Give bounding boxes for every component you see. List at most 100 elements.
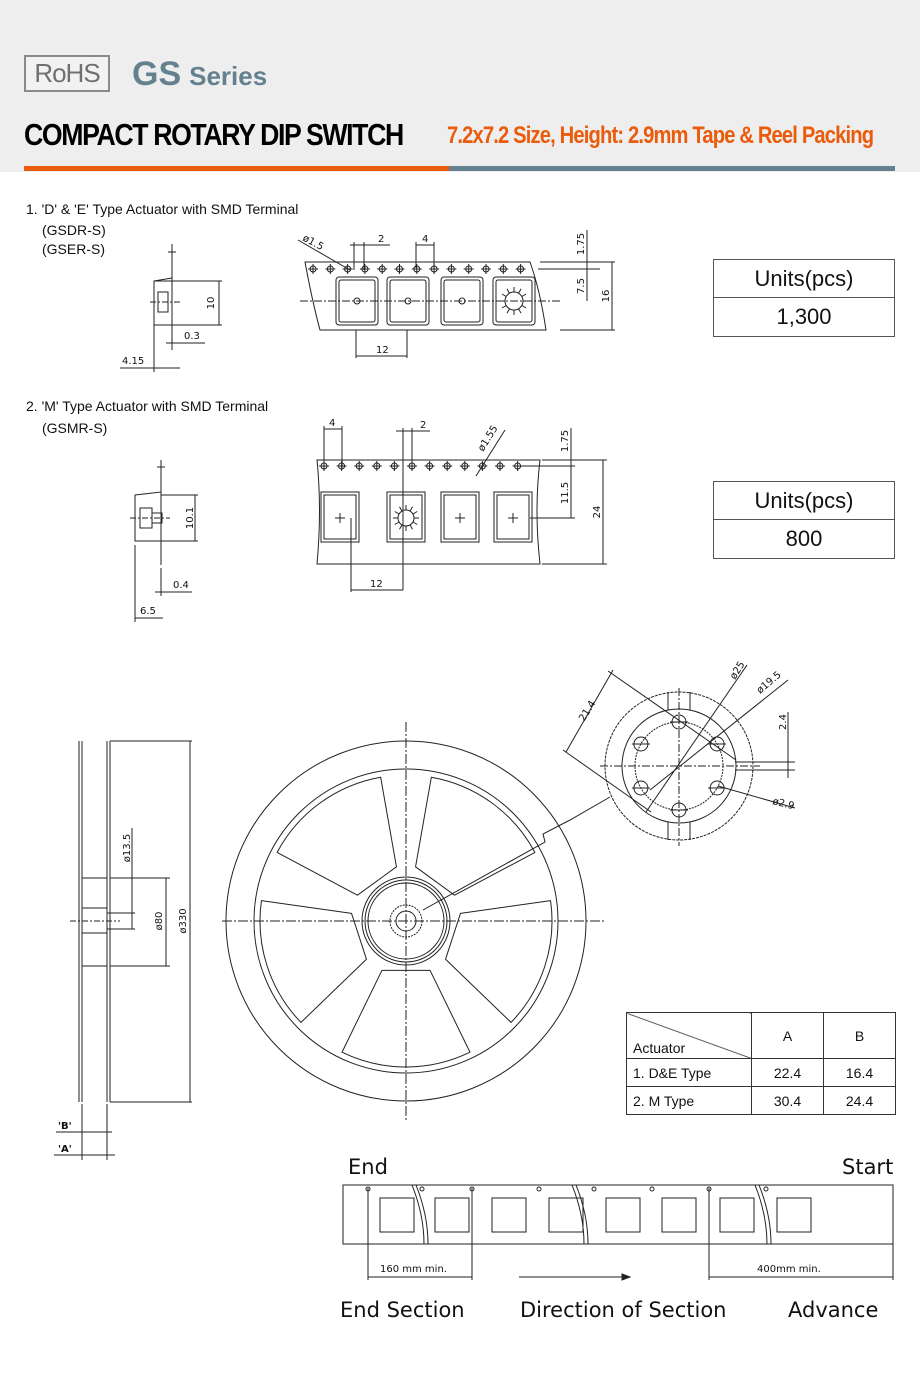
section1-model-1: (GSDR-S) (42, 222, 106, 238)
table-row: 1. D&E Type 22.4 16.4 (626, 1058, 896, 1087)
reel-dimension-table: Actuator A B 1. D&E Type 22.4 16.4 2. M … (626, 1012, 896, 1115)
rotor-tick (409, 524, 413, 530)
reel-window (445, 900, 553, 1023)
tape-pocket (440, 491, 480, 543)
label-b: 'B' (58, 1121, 72, 1132)
dim-d25: ø25 (728, 660, 747, 682)
end-min-label: 160 mm min. (380, 1264, 447, 1275)
dim-hole: ø1.5 (301, 233, 326, 253)
leader-pocket (605, 1197, 641, 1233)
row-label: 1. D&E Type (626, 1058, 752, 1087)
dim-tape-width: 16 (601, 290, 612, 303)
label-a: 'A' (58, 1144, 72, 1155)
units-header: Units(pcs) (714, 482, 894, 520)
section2-title: 2. 'M' Type Actuator with SMD Terminal (26, 398, 269, 414)
tape-pocket-inner (496, 494, 530, 540)
dim-pocket-pitch: 12 (370, 579, 383, 590)
dim-offset: 2 (420, 420, 426, 431)
dim-thickness: 0.4 (173, 580, 189, 591)
tape-break (415, 1184, 429, 1245)
leader-pocket (719, 1197, 755, 1233)
dim-tape-width: 24 (592, 506, 603, 519)
pocket-hole (353, 297, 361, 305)
dim-hole: ø2.9 (771, 796, 795, 812)
dim-slot: 2.4 (778, 714, 789, 730)
tape-pocket-inner (443, 279, 481, 323)
switch-rotor (397, 509, 415, 527)
rotor-tick (394, 521, 400, 525)
dim-thickness: 0.3 (184, 331, 200, 342)
rotor-tick (518, 308, 522, 314)
tape-pocket-inner (443, 494, 477, 540)
leader-pocket (434, 1197, 470, 1233)
dim-diameter: ø330 (178, 908, 189, 933)
tape-pocket (493, 491, 533, 543)
section1-model-2: (GSER-S) (42, 241, 105, 257)
rotor-tick (394, 511, 400, 515)
pocket-hole (404, 297, 412, 305)
tape-pocket-inner (323, 494, 357, 540)
rotor-tick (399, 506, 403, 512)
tape-break (571, 1184, 585, 1245)
row-a: 22.4 (751, 1058, 824, 1087)
table-row: 2. M Type 30.4 24.4 (626, 1086, 896, 1115)
rotor-tick (412, 521, 418, 525)
hub-detail: 21.4 ø25 ø19.5 2.4 ø2.9 (562, 660, 795, 846)
page-title: COMPACT ROTARY DIP SWITCH (24, 117, 404, 152)
section2-model-1: (GSMR-S) (42, 420, 108, 436)
tape-pocket-inner (495, 279, 533, 323)
end-section-label: End Section (340, 1298, 465, 1322)
accent-bar-grey (449, 166, 895, 171)
table-corner: Actuator (626, 1012, 752, 1059)
tape-break (758, 1184, 772, 1245)
rotor-tick (521, 305, 527, 309)
rotor-tick (506, 288, 510, 294)
end-label: End (348, 1155, 388, 1179)
leader-hole (536, 1186, 542, 1192)
reel-window (341, 969, 471, 1068)
rotor-tick (518, 288, 522, 294)
series-code: GS (132, 55, 182, 93)
tape-pocket (386, 491, 426, 543)
rotor-tick (521, 293, 527, 297)
leader-pocket (548, 1197, 584, 1233)
reel-front-view (222, 722, 611, 1120)
leader-pocket (491, 1197, 527, 1233)
tape-pocket (320, 491, 360, 543)
rotor-tick (409, 506, 413, 512)
dim-hub: ø13.5 (122, 834, 133, 862)
table-header-b: B (823, 1012, 896, 1059)
dim-edge: 1.75 (560, 430, 571, 452)
tape-pocket (386, 276, 430, 326)
tape-break (411, 1184, 425, 1245)
start-min-label: 400mm min. (757, 1264, 821, 1275)
advance-label: Advance (788, 1298, 879, 1322)
rotor-tick (501, 293, 507, 297)
dim-pitch: 4 (329, 418, 335, 429)
accent-bar-orange (24, 166, 449, 171)
tape-pocket (335, 276, 379, 326)
table-header-a: A (751, 1012, 824, 1059)
dim-height: 10.1 (185, 507, 196, 529)
section2-tape: 4 2 ø1.55 1.75 11.5 24 12 (316, 418, 607, 592)
dim-d19: ø19.5 (755, 670, 784, 697)
rotor-tick (501, 305, 507, 309)
dim-center: 11.5 (560, 482, 571, 504)
units-value: 800 (785, 526, 823, 551)
units-header: Units(pcs) (714, 260, 894, 298)
page-subtitle: 7.2x7.2 Size, Height: 2.9mm Tape & Reel … (447, 122, 874, 149)
leader-hole (591, 1186, 597, 1192)
leader-hole (649, 1186, 655, 1192)
row-b: 24.4 (823, 1086, 896, 1115)
dim-center: 7.5 (576, 278, 587, 294)
rotor-tick (506, 308, 510, 314)
rotor-tick (412, 511, 418, 515)
dim-edge: 1.75 (576, 233, 587, 255)
section1-title: 1. 'D' & 'E' Type Actuator with SMD Term… (26, 201, 299, 217)
section2-side-view: 10.1 0.4 6.5 (130, 460, 198, 622)
leader-hole (419, 1186, 425, 1192)
row-label: 2. M Type (626, 1086, 752, 1115)
dim-height: 10 (206, 297, 217, 310)
